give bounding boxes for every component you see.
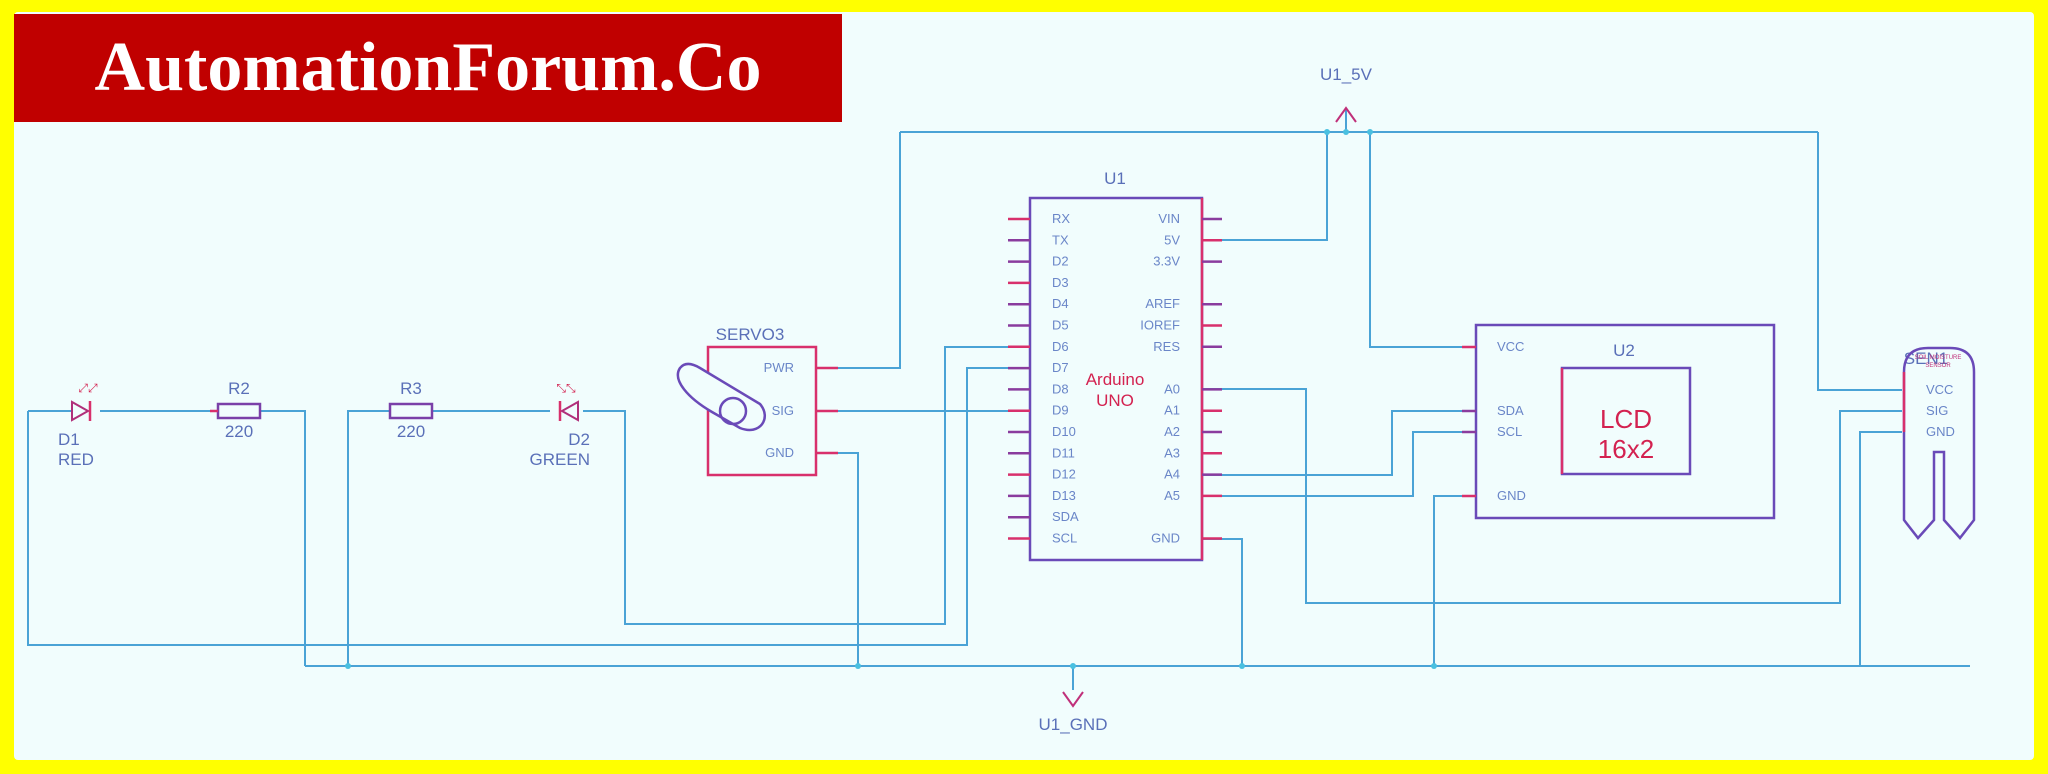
d2-color: GREEN <box>530 450 590 469</box>
arduino-pin-label: D13 <box>1052 488 1076 503</box>
r3-ref: R3 <box>400 379 422 398</box>
arduino-pin-label: 5V <box>1164 232 1180 247</box>
sensor-subtitle-line1: SOIL MOISTURE <box>1915 355 1962 361</box>
light-emission-icon: ⤡⤡ <box>556 381 576 395</box>
site-banner: AutomationForum.Co <box>14 14 842 122</box>
arduino-pin-label: 3.3V <box>1153 254 1180 269</box>
arduino-name-line1: Arduino <box>1086 370 1145 389</box>
arduino-pin-label: SCL <box>1052 531 1077 546</box>
lcd-ref: U2 <box>1613 341 1635 360</box>
vcc-net-symbol: U1_5V <box>1320 65 1373 123</box>
arduino-ref: U1 <box>1104 169 1126 188</box>
arduino-pin-label: GND <box>1151 531 1180 546</box>
lcd-title-line1: LCD <box>1600 404 1652 434</box>
d1-color: RED <box>58 450 94 469</box>
gnd-net-label: U1_GND <box>1039 715 1108 734</box>
arduino-pin-label: AREF <box>1145 296 1180 311</box>
resistor-r3[interactable]: R3 220 <box>388 379 434 441</box>
lcd-pin-scl: SCL <box>1497 424 1522 439</box>
servo-horn-icon <box>676 362 766 432</box>
vcc-net-label: U1_5V <box>1320 65 1373 84</box>
arduino-pin-label: D7 <box>1052 360 1069 375</box>
arduino-pin-label: D3 <box>1052 275 1069 290</box>
soil-moisture-sensor[interactable]: SEN1 SOIL MOISTURE SENSOR VCC SIG GND <box>1902 346 1976 540</box>
servo-motor[interactable]: SERVO3 PWR SIG GND <box>676 325 838 477</box>
sensor-pin-vcc: VCC <box>1926 382 1953 397</box>
servo-pin-gnd: GND <box>765 445 794 460</box>
servo-pin-sig: SIG <box>772 403 794 418</box>
arduino-name-line2: UNO <box>1096 391 1134 410</box>
gnd-net-symbol: U1_GND <box>1039 691 1108 734</box>
arduino-pin-label: D8 <box>1052 381 1069 396</box>
arduino-pin-label: VIN <box>1158 211 1180 226</box>
lcd-module[interactable]: U2 VCC SDA SCL GND LCD 16x2 <box>1462 323 1776 520</box>
led-d2-green[interactable]: ⤡⤡ D2 GREEN <box>530 381 590 469</box>
arduino-pin-label: A5 <box>1164 488 1180 503</box>
wires <box>27 108 1970 690</box>
sensor-pin-gnd: GND <box>1926 424 1955 439</box>
lcd-title-line2: 16x2 <box>1598 434 1654 464</box>
sensor-pin-sig: SIG <box>1926 403 1948 418</box>
d1-ref: D1 <box>58 430 80 449</box>
sensor-subtitle-line2: SENSOR <box>1925 363 1951 369</box>
lcd-pin-gnd: GND <box>1497 488 1526 503</box>
arduino-pin-label: A3 <box>1164 445 1180 460</box>
resistor-r2[interactable]: R2 220 <box>210 379 262 441</box>
arduino-pin-label: RES <box>1153 339 1180 354</box>
arduino-pin-label: D10 <box>1052 424 1076 439</box>
schematic-canvas <box>14 12 2034 760</box>
arduino-pin-label: D11 <box>1052 445 1075 460</box>
r3-value: 220 <box>397 422 425 441</box>
sensor-ref: SEN1 <box>1904 349 1948 368</box>
arduino-pin-label: D9 <box>1052 403 1069 418</box>
led-d1-red[interactable]: ⤢⤢ D1 RED <box>58 381 98 469</box>
r2-value: 220 <box>225 422 253 441</box>
arduino-pin-label: D4 <box>1052 296 1069 311</box>
lcd-pin-sda: SDA <box>1497 403 1524 418</box>
arduino-pin-label: D6 <box>1052 339 1069 354</box>
light-emission-icon: ⤢⤢ <box>77 381 97 395</box>
arduino-pin-label: RX <box>1052 211 1070 226</box>
servo-ref: SERVO3 <box>716 325 785 344</box>
arduino-pin-label: A1 <box>1164 403 1180 418</box>
arduino-pin-label: TX <box>1052 232 1069 247</box>
servo-pin-pwr: PWR <box>764 360 794 375</box>
arduino-pin-label: A4 <box>1164 467 1180 482</box>
arduino-pin-label: IOREF <box>1140 318 1180 333</box>
arduino-pin-label: SDA <box>1052 509 1079 524</box>
arduino-pin-label: D12 <box>1052 467 1076 482</box>
lcd-pin-vcc: VCC <box>1497 339 1524 354</box>
arduino-pin-label: A2 <box>1164 424 1180 439</box>
d2-ref: D2 <box>568 430 590 449</box>
arduino-pin-label: A0 <box>1164 381 1180 396</box>
r2-ref: R2 <box>228 379 250 398</box>
arduino-pin-label: D2 <box>1052 254 1069 269</box>
arduino-pin-label: D5 <box>1052 318 1069 333</box>
banner-title: AutomationForum.Co <box>94 29 762 106</box>
